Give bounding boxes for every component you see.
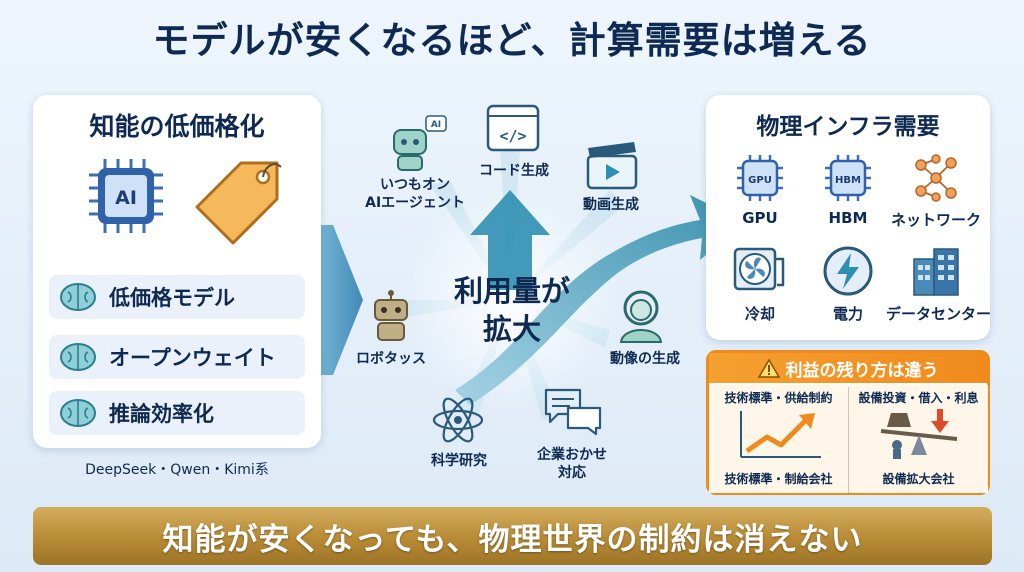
usage-expansion-label: 利用量が 拡大	[453, 274, 570, 346]
robot-icon	[374, 290, 408, 341]
clapperboard-icon	[586, 142, 638, 190]
infra-network: ネットワーク	[890, 153, 982, 230]
code-glyph: </>	[499, 127, 526, 145]
ai-badge-text: AI	[431, 120, 441, 130]
pill-label: 低価格モデル	[109, 286, 235, 310]
profit-heading: 利益の残り方は違う	[709, 353, 987, 383]
profit-col-standards: 技術標準・供給制約 技術標準・制給会社	[709, 385, 848, 493]
pill-inference-efficiency: 推論効率化	[49, 391, 305, 435]
infra-datacenter: データセンター	[886, 245, 992, 324]
cooling-fan-icon	[733, 247, 785, 291]
network-icon	[915, 154, 957, 202]
infra-hbm: HBM HBM	[802, 153, 894, 227]
person-icon	[619, 290, 663, 343]
robot-chat-icon: AI	[393, 115, 447, 171]
model-examples-footnote: DeepSeek・Qwen・Kimi系	[85, 462, 269, 478]
page-title: モデルが安くなるほど、計算需要は増える	[152, 19, 872, 62]
profit-distribution-box: 利益の残り方は違う 技術標準・供給制約 技術標準・制給会社 設備投資・借入・利息…	[706, 350, 990, 495]
left-panel-title: 知能の低価格化	[89, 112, 265, 141]
rising-chart-icon	[740, 411, 821, 458]
infra-label: 電力	[832, 305, 863, 323]
category-image-label: 動像の生成	[610, 351, 680, 367]
category-enterprise-label: 企業おかせ 対応	[537, 447, 607, 481]
category-video-label: 動画生成	[583, 197, 639, 213]
svg-text:GPU: GPU	[748, 175, 772, 186]
right-panel-title: 物理インフラ需要	[756, 114, 940, 140]
price-tag-icon	[195, 161, 282, 245]
category-agent-label: いつもオン AIエージェント	[365, 177, 465, 211]
gpu-chip-icon: GPU	[737, 155, 783, 201]
building-icon	[913, 248, 959, 296]
warning-icon	[757, 358, 780, 378]
infra-power: 電力	[802, 245, 894, 324]
pill-low-cost-models: 低価格モデル	[49, 275, 305, 319]
physical-infra-panel: 物理インフラ需要 GPU GPU HBM HBM	[706, 95, 992, 340]
infra-label: 冷却	[744, 305, 775, 323]
up-arrow	[470, 190, 550, 290]
profit-divider	[848, 387, 849, 491]
pill-label: 推論効率化	[109, 402, 214, 426]
ai-chip-text: AI	[115, 187, 137, 209]
infra-cooling: 冷却	[714, 245, 806, 324]
atom-icon	[432, 397, 484, 443]
growth-swoosh-arrow	[455, 195, 745, 405]
bottom-banner: 知能が安くなっても、物理世界の制約は消えない	[33, 507, 992, 565]
brain-icon	[60, 343, 96, 371]
pill-label: オープンウェイト	[109, 346, 276, 370]
burden-seesaw-icon	[880, 409, 958, 459]
brain-icon	[60, 399, 96, 427]
lightning-icon	[823, 246, 873, 296]
infra-label: データセンター	[886, 305, 992, 323]
low-cost-intelligence-panel: 知能の低価格化 AI 低価格モデル オープンウェイト	[33, 95, 321, 448]
category-robotics-label: ロボタッス	[356, 351, 426, 367]
hbm-chip-icon: HBM	[825, 155, 871, 201]
code-icon: </>	[486, 104, 540, 152]
profit-col-capex: 設備投資・借入・利息 設備拡大会社	[849, 385, 988, 493]
infra-label: HBM	[828, 209, 868, 227]
chat-bubbles-icon	[544, 388, 602, 436]
brain-icon	[60, 283, 96, 311]
infra-gpu: GPU GPU	[714, 153, 806, 227]
pill-open-weight: オープンウェイト	[49, 335, 305, 379]
svg-text:HBM: HBM	[835, 175, 861, 186]
category-code-label: コード生成	[479, 163, 549, 179]
infra-label: GPU	[742, 209, 778, 227]
ai-chip-icon: AI	[89, 159, 163, 233]
category-science-label: 科学研究	[431, 453, 487, 469]
infra-label: ネットワーク	[890, 211, 981, 229]
